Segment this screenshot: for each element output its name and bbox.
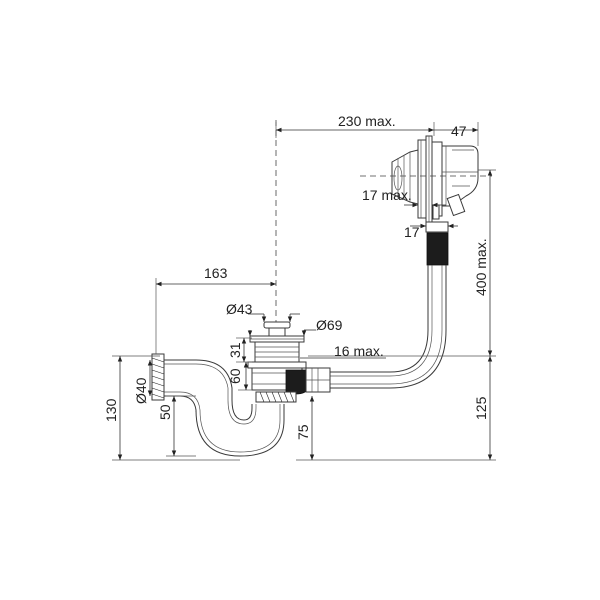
dim-163: 163	[204, 265, 228, 281]
dim-16-max: 16 max.	[334, 343, 384, 359]
dim-50: 50	[157, 404, 173, 420]
dimensions	[112, 122, 496, 461]
dim-diameter-43: Ø43	[226, 301, 253, 317]
dim-diameter-69: Ø69	[316, 317, 343, 333]
dim-130: 130	[103, 398, 119, 422]
dim-47: 47	[451, 123, 467, 139]
dim-17: 17	[404, 224, 420, 240]
dim-75: 75	[295, 424, 311, 440]
overflow-assembly	[360, 135, 492, 223]
dim-diameter-40: Ø40	[133, 377, 149, 404]
dim-17-max: 17 max.	[362, 187, 412, 203]
drain-head	[247, 321, 331, 403]
dim-400-max: 400 max.	[473, 238, 489, 296]
dim-230-max: 230 max.	[338, 113, 396, 129]
overflow-tube	[330, 221, 449, 389]
dim-60: 60	[227, 368, 243, 384]
dim-31: 31	[227, 342, 243, 358]
trap-siphon	[151, 353, 285, 457]
dim-125: 125	[473, 396, 489, 420]
